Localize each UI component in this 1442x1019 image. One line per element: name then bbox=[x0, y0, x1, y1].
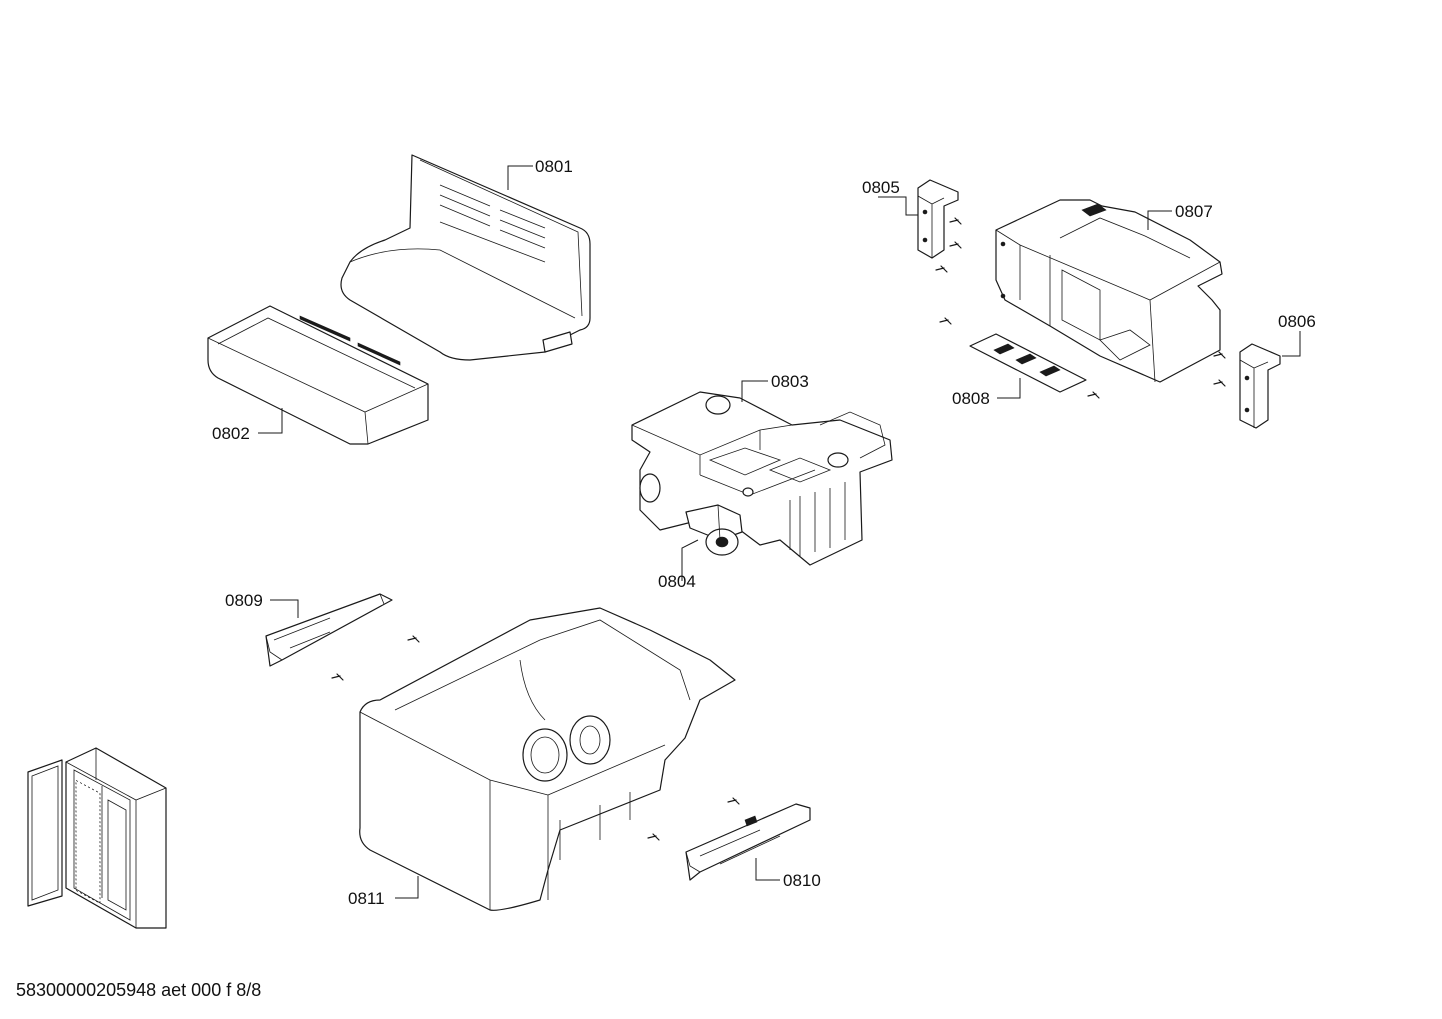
leader-0811 bbox=[395, 876, 419, 899]
callout-0806: 0806 bbox=[1278, 312, 1316, 331]
leader-0801 bbox=[507, 165, 533, 190]
part-0803-ice-mechanism bbox=[631, 391, 893, 566]
callout-0805: 0805 bbox=[862, 178, 900, 197]
callout-0807: 0807 bbox=[1175, 202, 1213, 221]
leader-0804 bbox=[681, 539, 699, 581]
callout-0808: 0808 bbox=[952, 389, 990, 408]
part-0809-rail bbox=[265, 593, 420, 681]
leader-0808 bbox=[997, 378, 1021, 399]
leader-0805 bbox=[878, 196, 918, 216]
part-0804-motor bbox=[685, 504, 743, 556]
part-0801-shelf bbox=[340, 154, 591, 361]
part-0810-rail bbox=[647, 797, 811, 881]
callout-0811: 0811 bbox=[348, 889, 385, 908]
leader-0802 bbox=[258, 408, 283, 434]
part-0808-strip bbox=[969, 333, 1100, 399]
callout-0801: 0801 bbox=[535, 157, 573, 176]
callout-0810: 0810 bbox=[783, 871, 821, 890]
part-0807-housing bbox=[939, 199, 1223, 383]
leader-0807 bbox=[1147, 210, 1172, 230]
leader-0803 bbox=[741, 380, 768, 402]
callout-0802: 0802 bbox=[212, 424, 250, 443]
leader-0809 bbox=[270, 599, 299, 618]
leader-lines bbox=[258, 165, 1301, 899]
part-0806-bracket bbox=[1213, 343, 1281, 429]
part-0805-bracket bbox=[917, 179, 962, 273]
leader-0806 bbox=[1282, 331, 1301, 357]
part-0811-ice-bucket bbox=[359, 607, 736, 911]
callout-0804: 0804 bbox=[658, 572, 696, 591]
callout-0809: 0809 bbox=[225, 591, 263, 610]
callout-0803: 0803 bbox=[771, 372, 809, 391]
part-0802-tray bbox=[207, 305, 429, 445]
leader-0810 bbox=[755, 858, 780, 881]
document-id-footer: 58300000205948 aet 000 f 8/8 bbox=[16, 980, 262, 1000]
refrigerator-overview-icon bbox=[27, 747, 167, 929]
